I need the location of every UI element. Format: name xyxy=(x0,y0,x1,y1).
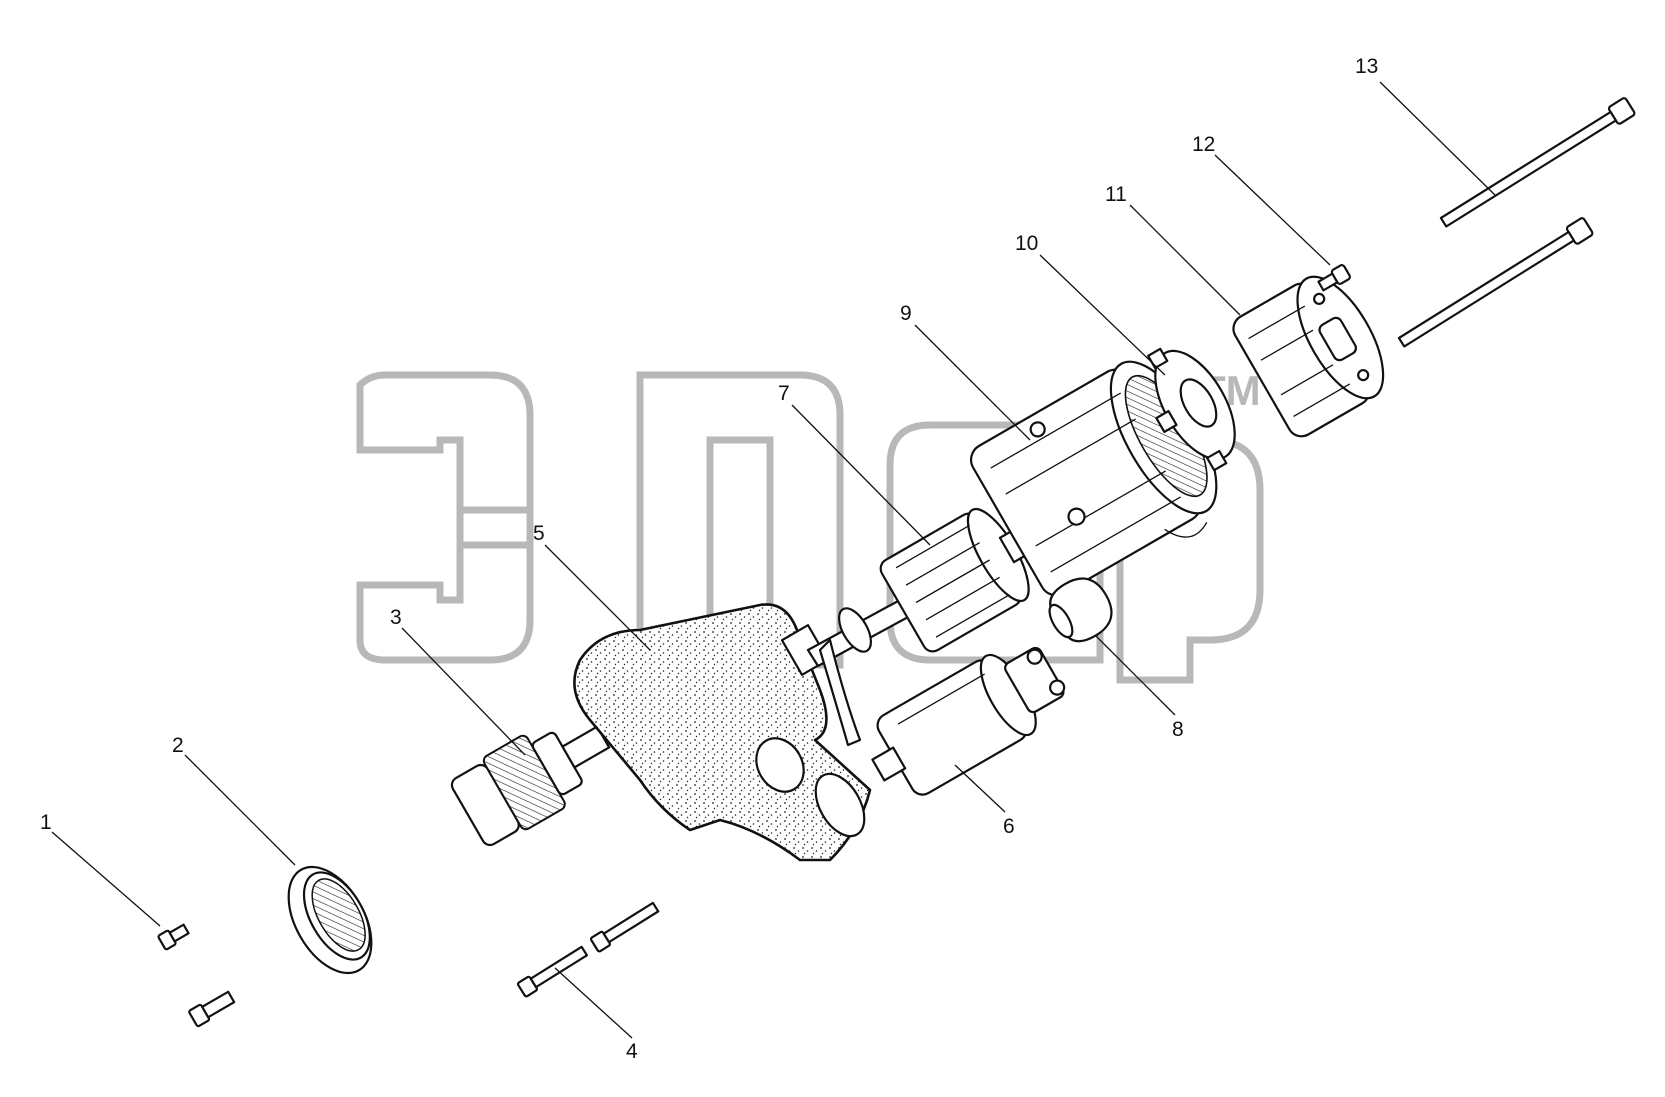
label-part-10: 10 xyxy=(1015,232,1038,255)
leader-9 xyxy=(914,324,1031,441)
leader-4 xyxy=(554,967,633,1039)
leader-5 xyxy=(544,544,651,651)
leader-7 xyxy=(791,404,931,546)
armature-shaft xyxy=(806,598,912,747)
label-part-2: 2 xyxy=(172,734,184,757)
label-part-7: 7 xyxy=(778,382,790,405)
label-part-11: 11 xyxy=(1105,183,1127,206)
part-5-housing xyxy=(573,603,872,862)
part-labels: 1 2 3 4 5 6 7 8 9 10 11 12 13 xyxy=(40,55,1378,1063)
label-part-8: 8 xyxy=(1172,718,1184,741)
part-7-armature xyxy=(879,507,1045,653)
part-11-end-cover xyxy=(1232,275,1385,438)
label-part-6: 6 xyxy=(1003,815,1015,838)
label-part-3: 3 xyxy=(390,606,402,629)
leader-10 xyxy=(1039,254,1166,376)
part-4-bolts xyxy=(516,901,660,998)
leader-3 xyxy=(401,627,526,756)
label-part-12: 12 xyxy=(1192,133,1215,156)
part-12-screw xyxy=(1317,264,1351,292)
part-3-drive-pinion xyxy=(450,725,611,847)
leader-1 xyxy=(51,831,161,927)
part-6-solenoid xyxy=(871,646,1066,796)
label-part-13: 13 xyxy=(1355,55,1378,78)
label-part-1: 1 xyxy=(40,811,52,834)
leader-13 xyxy=(1379,81,1496,196)
leader-2 xyxy=(184,754,296,866)
label-part-5: 5 xyxy=(533,522,545,545)
leader-lines xyxy=(51,81,1496,1039)
part-8-grommet xyxy=(1048,577,1113,643)
part-10-brush-plate xyxy=(1147,347,1236,472)
leader-6 xyxy=(954,764,1006,813)
leader-12 xyxy=(1214,154,1331,266)
part-2-ring-seal xyxy=(287,865,373,975)
leader-8 xyxy=(1094,634,1176,716)
label-part-9: 9 xyxy=(900,302,912,325)
part-1-screws xyxy=(157,923,236,1028)
label-part-4: 4 xyxy=(626,1040,638,1063)
leader-11 xyxy=(1129,204,1241,316)
part-13-through-bolts xyxy=(1397,97,1636,348)
